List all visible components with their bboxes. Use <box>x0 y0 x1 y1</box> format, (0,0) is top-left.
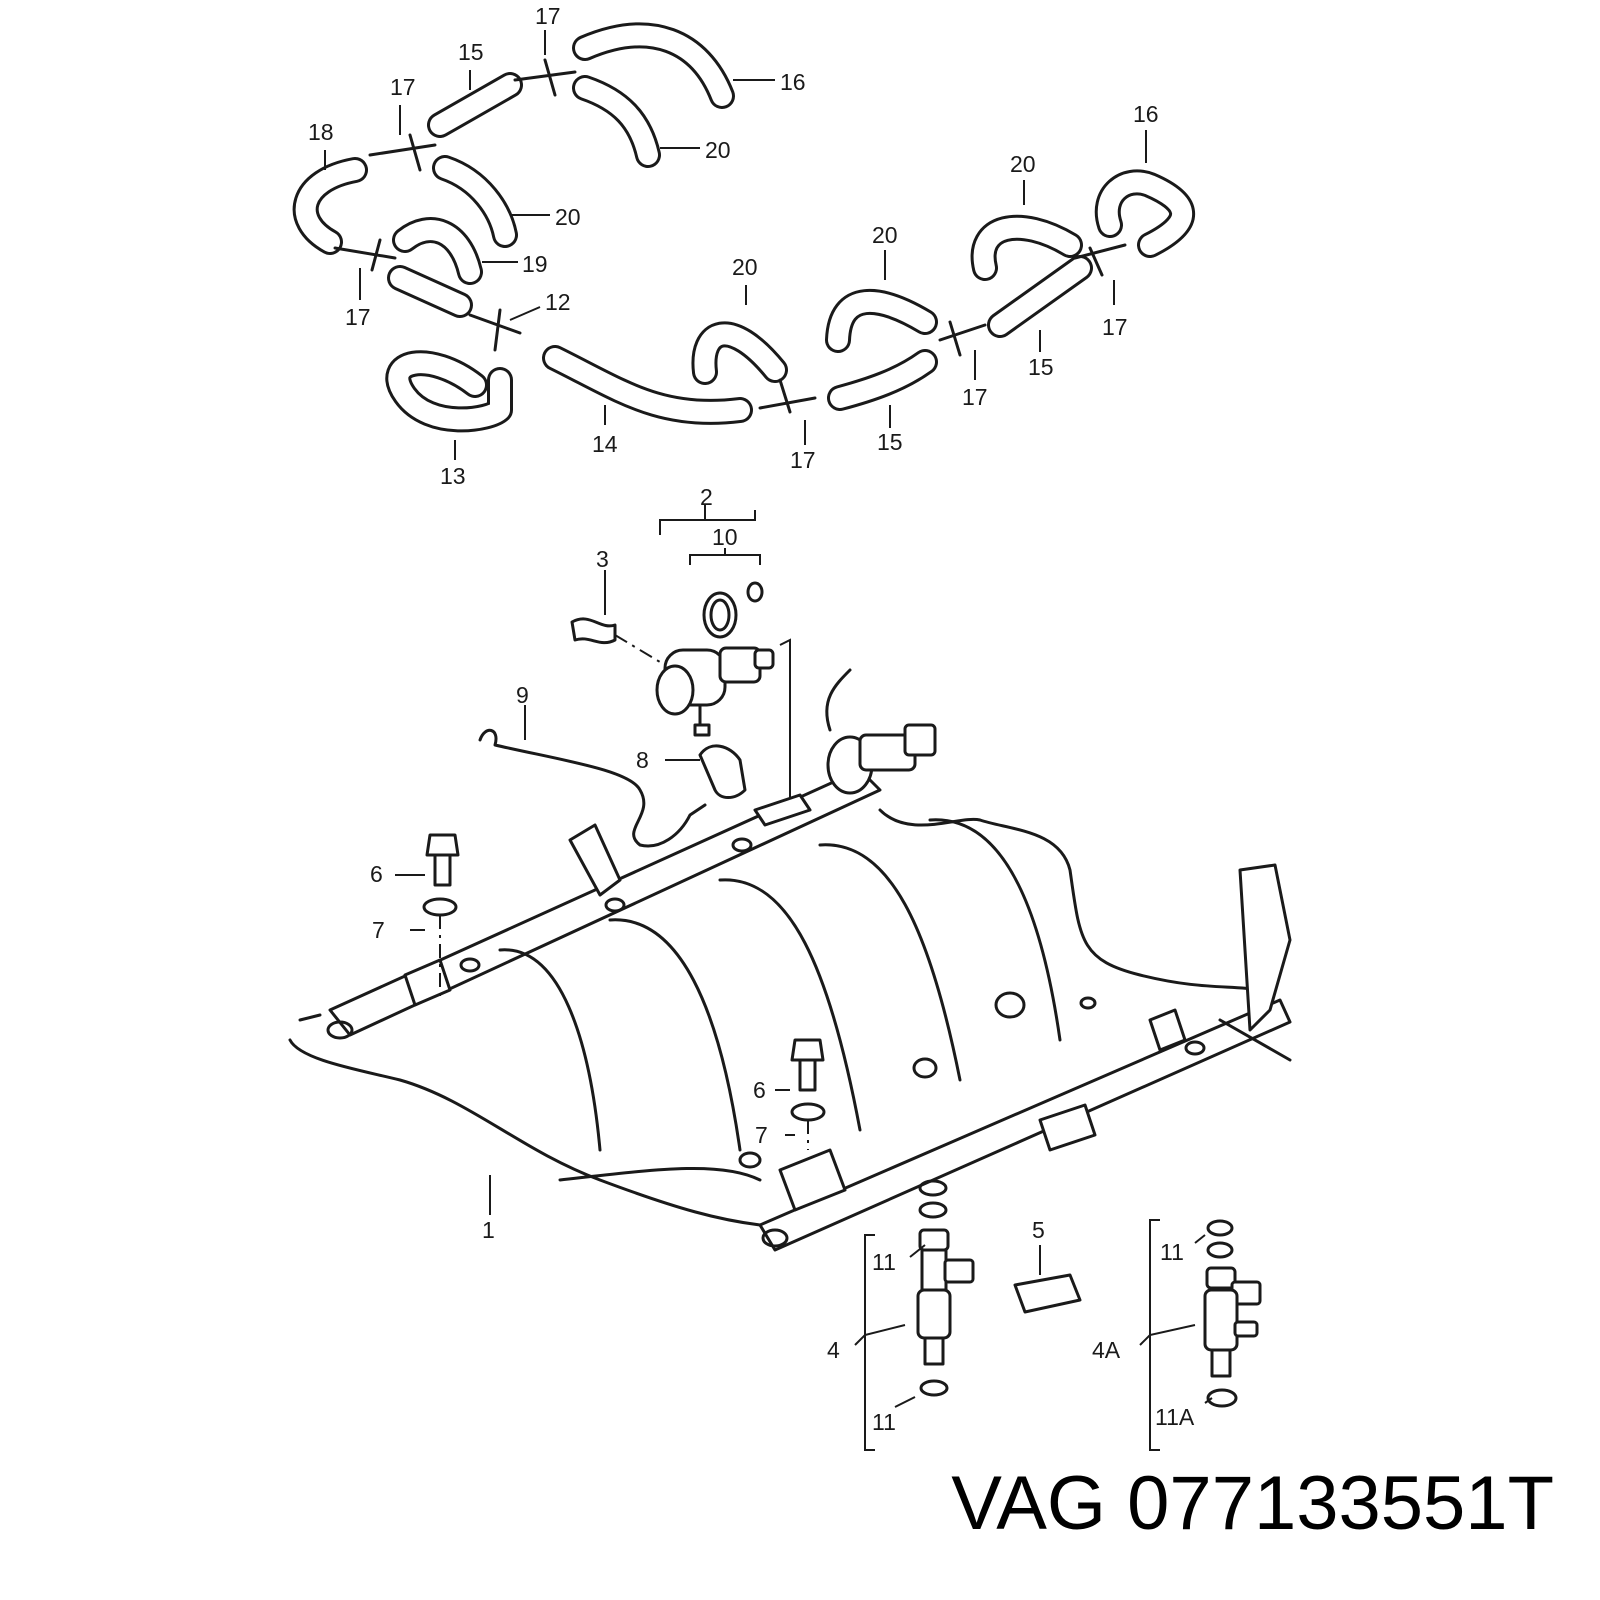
part-number-caption: VAG 077133551T <box>951 1461 1554 1546</box>
callout-labels: 17 15 16 17 18 20 20 19 17 12 13 14 17 1… <box>308 3 1195 1435</box>
callout-16-c: 15 <box>1028 354 1054 380</box>
callout-2: 2 <box>700 484 713 510</box>
callout-17-b: 16 <box>1133 101 1159 127</box>
callout-20-e: 20 <box>732 254 758 280</box>
callout-20-a: 20 <box>705 137 731 163</box>
fuel-injector <box>916 1179 975 1397</box>
callout-20-b: 20 <box>555 204 581 230</box>
callout-13-f: 17 <box>1102 314 1128 340</box>
callout-11-b: 11 <box>872 1409 896 1435</box>
callout-3: 3 <box>596 546 609 572</box>
callout-4a: 4A <box>1092 1337 1121 1363</box>
fuel-rail <box>328 668 1292 1252</box>
pressure-regulator-assembly <box>478 505 791 848</box>
callout-13-a: 17 <box>535 3 561 29</box>
bolt-and-washer-set <box>422 833 826 1150</box>
callout-7-a: 7 <box>372 917 385 943</box>
callout-14: 13 <box>440 463 466 489</box>
callout-20-c: 20 <box>1010 151 1036 177</box>
callout-11-c: 11 <box>1160 1239 1184 1265</box>
callout-7-b: 7 <box>755 1122 768 1148</box>
callout-18: 18 <box>308 119 334 145</box>
callout-15: 14 <box>592 431 618 457</box>
callout-11-a: 11 <box>872 1249 896 1275</box>
leader-lines <box>324 30 1213 1451</box>
callout-5: 5 <box>1032 1217 1045 1243</box>
callout-11a: 11A <box>1155 1404 1195 1430</box>
intake-manifold <box>288 808 1292 1248</box>
callout-6-b: 6 <box>753 1077 766 1103</box>
callout-12: 12 <box>545 289 571 315</box>
callout-6-a: 6 <box>370 861 383 887</box>
callout-13-e: 17 <box>962 384 988 410</box>
callout-8: 8 <box>636 747 649 773</box>
callout-16-b: 15 <box>877 429 903 455</box>
callout-19: 19 <box>522 251 548 277</box>
vacuum-hose-network <box>292 22 1195 433</box>
callout-13-d: 17 <box>790 447 816 473</box>
callout-10: 10 <box>712 524 738 550</box>
callout-17-a: 16 <box>780 69 806 95</box>
callout-1: 1 <box>482 1217 495 1243</box>
callout-9: 9 <box>516 682 529 708</box>
injector-clip <box>1013 1273 1082 1314</box>
callout-13-b: 17 <box>390 74 416 100</box>
callout-13-c: 17 <box>345 304 371 330</box>
callout-4: 4 <box>827 1337 840 1363</box>
callout-20-d: 20 <box>872 222 898 248</box>
callout-16-a: 15 <box>458 39 484 65</box>
fuel-injector-4a <box>1203 1219 1262 1408</box>
